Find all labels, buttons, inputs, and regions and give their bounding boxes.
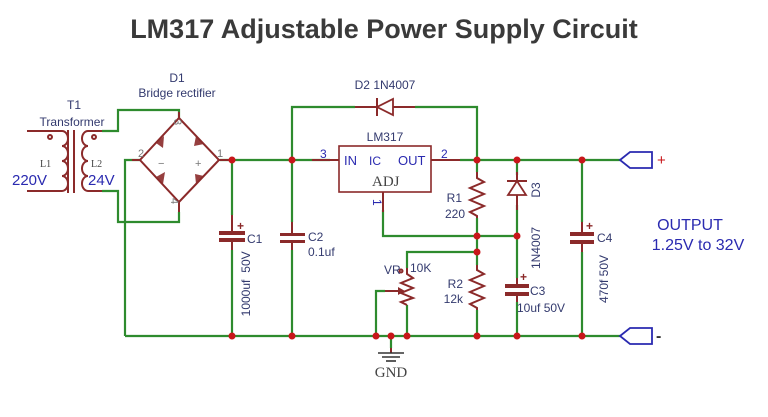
capacitor-c2: C2 0.1uf [280,222,335,259]
output-plus-label: + [657,152,666,169]
diagram-title: LM317 Adjustable Power Supply Circuit [130,14,638,44]
svg-text:+: + [520,270,527,284]
secondary-coil [81,130,89,192]
c1-value: 1000uf [239,279,253,316]
resistor-r1: R1 220 [445,172,487,221]
diode-d2: D2 1N4007 [355,78,416,117]
gnd-label: GND [375,365,408,381]
wire-vr-wiper [374,289,385,336]
t1-ref: T1 [67,98,81,112]
lm317-adj: ADJ [372,174,400,190]
lm317-pin3: 3 [320,147,327,161]
d1-pin3: 3 [171,119,183,125]
lm317-out: OUT [398,153,426,168]
d1-pin4: 4 [168,198,180,204]
transformer-t1: T1 Transformer L1 L2 220V 24V [12,98,115,193]
r2-ref: R2 [448,277,464,291]
d1-plus: + [195,158,201,170]
potentiometer-vr: VR 10K [384,261,431,306]
primary-coil [61,130,69,192]
secondary-voltage: 24V [88,172,115,189]
output-minus-label: - [656,328,661,345]
resistor-r2: R2 12k [444,265,487,310]
output-minus-terminal[interactable] [618,327,653,345]
svg-text:+: + [237,219,244,233]
regulator-lm317: LM317 IN IC OUT ADJ 3 2 1 [312,130,460,212]
c2-ref: C2 [308,230,324,244]
c1-ref: C1 [247,232,263,246]
lm317-ic: IC [369,154,381,168]
c3-ref: C3 [530,284,546,298]
wire-sec-top [102,108,181,133]
d2-label: D2 1N4007 [355,78,416,92]
capacitor-c1: + C1 50V 1000uf [219,215,263,316]
diode-d3: D3 1N4007 [506,172,543,269]
wire-sec-bottom [102,189,181,224]
l2-label: L2 [91,159,102,170]
d3-ref: D3 [529,182,543,198]
vr-ref: VR [384,263,401,277]
wire-bridge-neg [123,158,140,336]
junctions [228,156,586,340]
d1-name: Bridge rectifier [138,86,215,100]
capacitor-c4: + C4 470f 50V [570,219,613,303]
c4-value: 470f 50V [597,255,611,303]
t1-name: Transformer [40,115,105,129]
output-terminals[interactable]: + - [618,151,666,345]
ground-symbol: GND [375,348,408,381]
bridge-rectifier-d1: D1 Bridge rectifier 2 1 3 4 − + [132,71,230,212]
wire-adj [381,210,517,238]
lm317-in: IN [344,153,357,168]
c4-ref: C4 [597,231,613,245]
wire-d2-in [290,105,355,160]
vr-value: 10K [410,261,431,275]
lm317-pin1: 1 [370,199,384,206]
svg-text:+: + [586,219,593,233]
output-range: 1.25V to 32V [652,237,745,254]
d1-ref: D1 [169,71,185,85]
r1-value: 220 [445,207,465,221]
d3-value: 1N4007 [529,227,543,269]
lm317-pin2: 2 [441,147,448,161]
d1-pin1: 1 [217,148,223,160]
lm317-ref: LM317 [367,130,404,144]
c3-value: 10uf 50V [517,301,565,315]
output-plus-terminal[interactable] [618,151,653,169]
l1-label: L1 [40,159,51,170]
r1-ref: R1 [447,191,463,205]
d1-pin2: 2 [138,148,144,160]
wire-d2-out [415,105,479,160]
c1-voltage: 50V [239,251,253,272]
capacitor-c3: + C3 10uf 50V [505,270,565,315]
wire-vr-top [405,250,477,268]
output-label: OUTPUT [657,217,723,234]
primary-voltage: 220V [12,172,47,189]
d1-minus: − [158,158,164,170]
c2-value: 0.1uf [308,245,335,259]
r2-value: 12k [444,292,464,306]
